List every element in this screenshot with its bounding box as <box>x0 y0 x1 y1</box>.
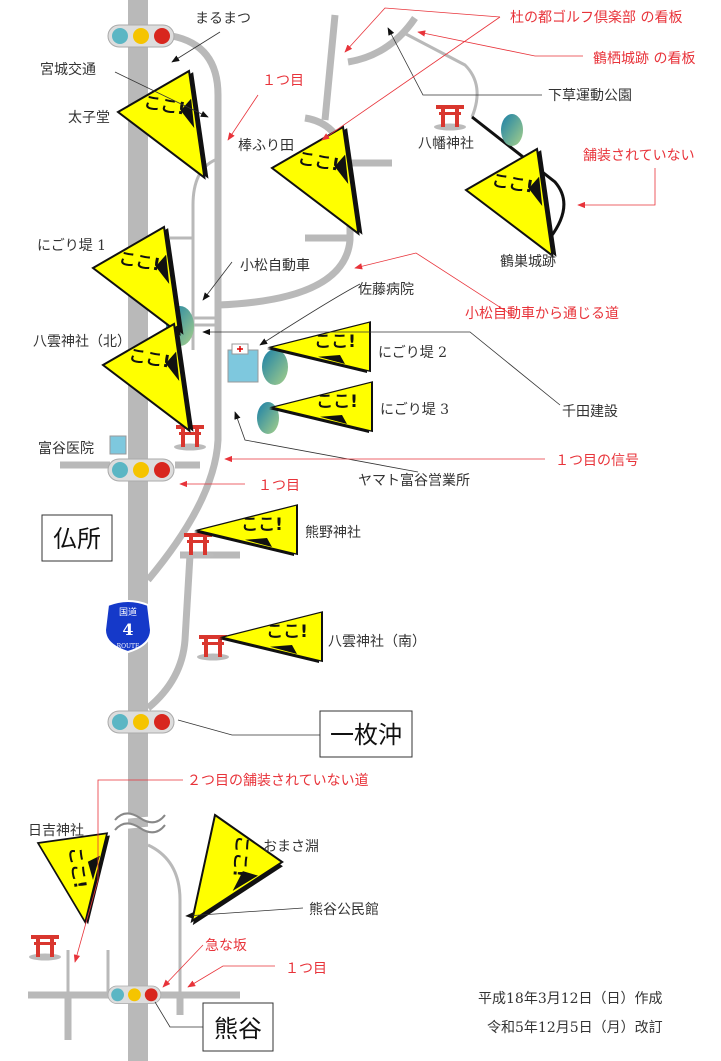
svg-text:仏所: 仏所 <box>53 525 101 553</box>
pond-icon <box>262 349 288 385</box>
label-yamato: ヤマト富谷営業所 <box>358 472 470 489</box>
pennant-marker: ここ! <box>266 321 371 374</box>
route-break-mark <box>114 812 166 834</box>
intersection-ichimaioki: 一枚沖 <box>319 710 413 758</box>
label-sato-byoin: 佐藤病院 <box>358 282 414 298</box>
annotation-first-signal: １つ目の信号 <box>555 453 639 469</box>
svg-text:ここ!: ここ! <box>228 835 252 878</box>
annotation-tsurusu-sign: 鶴栖城跡 の看板 <box>593 50 695 67</box>
traffic-light-icon <box>107 710 175 734</box>
traffic-light-icon <box>107 24 175 48</box>
svg-text:ここ!: ここ! <box>241 515 283 535</box>
svg-text:ここ!: ここ! <box>314 332 356 352</box>
torii-icon <box>434 105 466 131</box>
torii-icon <box>182 533 214 559</box>
label-nigoritsutsumi-1: にごり堤 1 <box>37 238 106 254</box>
label-shimokusa: 下草運動公園 <box>548 88 632 104</box>
label-nigoritsutsumi-2: にごり堤 2 <box>378 345 447 361</box>
svg-text:ここ!: ここ! <box>316 392 358 412</box>
intersection-hotokedokoro: 仏所 <box>41 514 113 562</box>
label-nigoritsutsumi-3: にごり堤 3 <box>380 402 449 418</box>
unpaved-road <box>471 115 566 239</box>
label-hachiman: 八幡神社 <box>418 136 474 152</box>
route-sign-top: 国道 <box>119 606 137 618</box>
annotation-leader-lines <box>73 7 656 988</box>
label-tomiya-iin: 富谷医院 <box>38 440 94 457</box>
created-date: 平成18年3月12日（日）作成 <box>478 991 663 1007</box>
pennant-marker: ここ! <box>218 611 323 664</box>
annotation-first-bottom: １つ目 <box>285 961 327 977</box>
label-bofurida: 棒ふり田 <box>238 138 294 154</box>
route-4-road <box>128 0 148 1061</box>
hospital-icon <box>227 343 259 383</box>
pond-icon <box>501 114 523 146</box>
label-omasafuchi: おまさ淵 <box>263 839 319 855</box>
pennant-marker: ここ! <box>154 814 286 950</box>
pennant-marker: ここ! <box>271 124 399 259</box>
pennant-marker: ここ! <box>102 321 230 456</box>
label-kumagai-kominkan: 熊谷公民館 <box>309 901 379 918</box>
label-yakumo-minami: 八雲神社（南） <box>328 634 426 650</box>
leader-lines <box>114 27 561 1028</box>
intersection-kumagai: 熊谷 <box>202 1002 274 1052</box>
revised-date: 令和5年12月5日（月）改訂 <box>487 1020 663 1036</box>
pennant-marker: ここ! <box>465 146 593 281</box>
traffic-light-icon <box>107 458 175 482</box>
annotation-golf-sign: 杜の都ゴルフ倶楽部 の看板 <box>510 9 682 26</box>
annotation-first-mid: １つ目 <box>258 478 300 494</box>
label-miyagi-kotsu: 宮城交通 <box>40 61 96 78</box>
svg-text:ここ!: ここ! <box>266 622 308 642</box>
pennant-marker: ここ! <box>117 68 245 203</box>
annotation-second-unpaved: ２つ目の舗装されていない道 <box>187 773 369 789</box>
label-yakumo-kita: 八雲神社（北） <box>33 334 131 350</box>
annotation-unpaved: 舗装されていない <box>583 148 695 164</box>
pennant-marker: ここ! <box>268 381 373 434</box>
place-labels: まるまつ 宮城交通 太子堂 棒ふり田 にごり堤 1 小松自動車 八雲神社（北） … <box>28 11 632 918</box>
svg-text:熊谷: 熊谷 <box>214 1015 262 1043</box>
pennant-marker: ここ! <box>92 224 220 359</box>
route-4-sign: 国道 4 ROUTE <box>103 600 153 654</box>
label-marumatsu: まるまつ <box>195 11 251 27</box>
annotations: １つ目 杜の都ゴルフ倶楽部 の看板 鶴栖城跡 の看板 舗装されていない 小松自動… <box>187 9 695 977</box>
traffic-light-icon <box>107 985 162 1005</box>
annotation-steep: 急な坂 <box>205 938 247 954</box>
label-taishido: 太子堂 <box>68 110 110 126</box>
svg-text:一枚沖: 一枚沖 <box>330 721 402 749</box>
pennant-marker: ここ! <box>37 832 123 931</box>
route-sign-bottom: ROUTE <box>117 643 140 650</box>
annotation-komatsu-road: 小松自動車から通じる道 <box>465 305 619 322</box>
label-tsurusu: 鶴巣城跡 <box>500 253 556 270</box>
hospital-icon <box>109 435 127 455</box>
route-sign-number: 4 <box>122 620 133 639</box>
pennant-marker: ここ! <box>193 504 298 557</box>
label-hiyoshi: 日吉神社 <box>28 823 84 839</box>
torii-icon <box>29 935 61 961</box>
label-komatsu-jidosha: 小松自動車 <box>240 257 310 274</box>
annotation-first: １つ目 <box>262 73 304 89</box>
label-senda-kensetsu: 千田建設 <box>562 404 618 420</box>
label-kumano: 熊野神社 <box>305 525 361 541</box>
